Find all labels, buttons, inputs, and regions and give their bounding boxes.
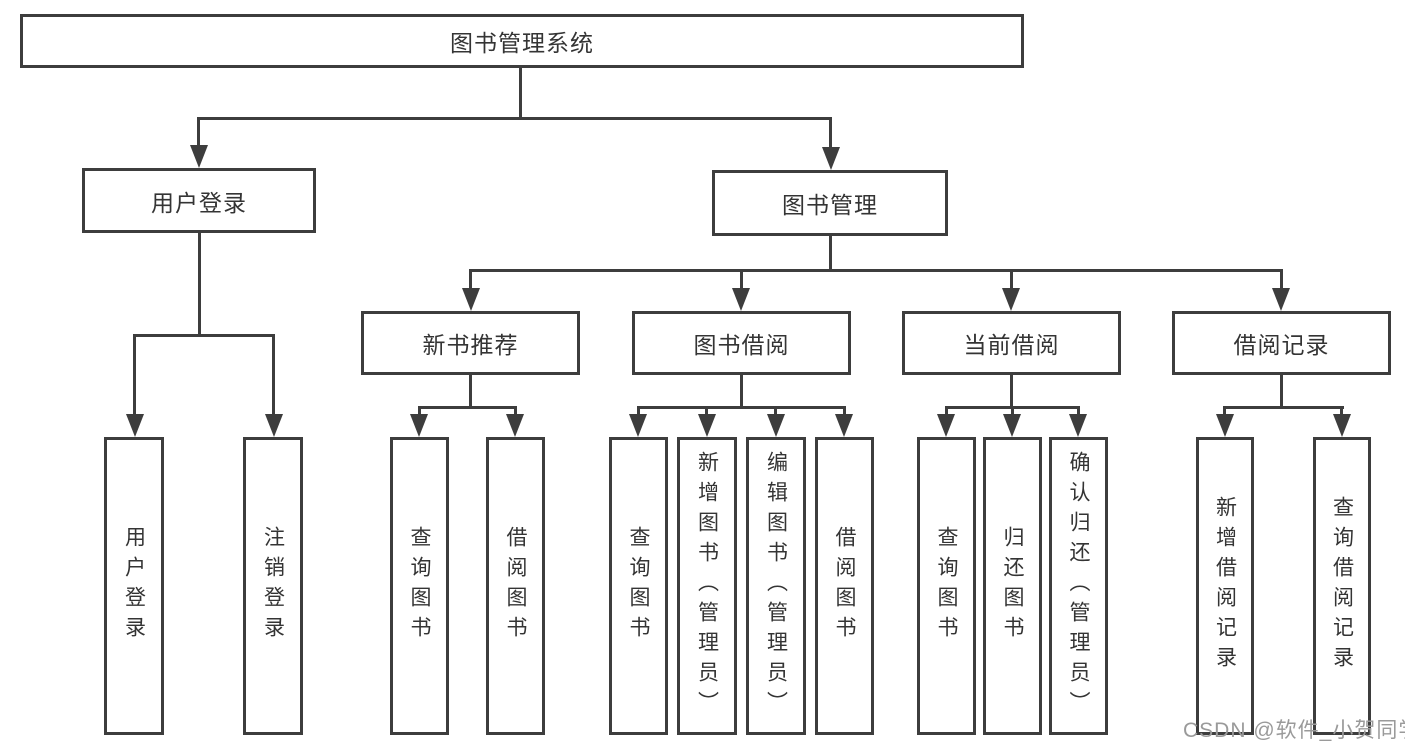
arrow-to-user-login [190, 145, 208, 168]
connector-root-crossbar [197, 117, 832, 120]
arrow-to-bb-add [698, 414, 716, 437]
connector-recommend-stem [469, 375, 472, 408]
leaf-add-book-admin: 新增图书（管理员） [677, 437, 737, 735]
arrow-to-book-management [822, 147, 840, 170]
connector-current-stem [1010, 375, 1013, 408]
leaf-borrow-borrow-books: 借阅图书 [815, 437, 874, 735]
connector-drop-cb-query [945, 406, 948, 416]
connector-root-stem [519, 67, 522, 119]
connector-drop-rec-borrow [514, 406, 517, 416]
connector-recommend-crossbar [418, 406, 517, 409]
leaf-borrow-query-books-label: 查询图书 [627, 526, 650, 646]
arrow-to-bb-edit [767, 414, 785, 437]
csdn-watermark: CSDN @软件_小贺同学 [1183, 719, 1405, 742]
node-new-book-recommend: 新书推荐 [361, 311, 580, 375]
leaf-recommend-borrow-books-label: 借阅图书 [504, 526, 527, 646]
leaf-user-login-label: 用户登录 [122, 526, 146, 646]
connector-records-stem [1280, 375, 1283, 408]
leaf-return-books-label: 归还图书 [1001, 526, 1024, 646]
leaf-confirm-return-admin-label: 确认归还（管理员） [1067, 451, 1090, 721]
node-current-borrow: 当前借阅 [902, 311, 1121, 375]
leaf-borrow-borrow-books-label: 借阅图书 [833, 526, 856, 646]
leaf-user-login: 用户登录 [104, 437, 164, 735]
arrow-to-rec-query [410, 414, 428, 437]
node-book-management: 图书管理 [712, 170, 948, 236]
leaf-confirm-return-admin: 确认归还（管理员） [1049, 437, 1108, 735]
connector-drop-rr-query [1340, 406, 1343, 416]
connector-borrow-stem [740, 375, 743, 408]
arrow-to-rec-borrow [506, 414, 524, 437]
arrow-to-cb-confirm [1069, 414, 1087, 437]
arrow-to-leaf-logout [265, 414, 283, 437]
arrow-to-rr-query [1333, 414, 1351, 437]
leaf-recommend-query-books-label: 查询图书 [408, 526, 431, 646]
node-book-borrow: 图书借阅 [632, 311, 851, 375]
leaf-logout-label: 注销登录 [261, 526, 285, 646]
connector-drop-rec-query [418, 406, 421, 416]
leaf-current-query-books: 查询图书 [917, 437, 976, 735]
connector-login-crossbar [133, 334, 275, 337]
arrow-to-leaf-login [126, 414, 144, 437]
leaf-add-book-admin-label: 新增图书（管理员） [695, 451, 719, 721]
connector-drop-user-login [197, 117, 200, 147]
leaf-query-borrow-record: 查询借阅记录 [1313, 437, 1371, 735]
node-user-login: 用户登录 [82, 168, 316, 233]
connector-mgmt-crossbar [469, 269, 1283, 272]
connector-drop-records [1280, 269, 1283, 291]
connector-mgmt-stem [829, 236, 832, 272]
arrow-to-records [1272, 288, 1290, 311]
arrow-to-current [1002, 288, 1020, 311]
arrow-to-rr-add [1216, 414, 1234, 437]
arrow-to-bb-borrow [835, 414, 853, 437]
connector-drop-bb-borrow [843, 406, 846, 416]
connector-drop-current [1010, 269, 1013, 291]
connector-drop-bb-query [637, 406, 640, 416]
node-library-management-system: 图书管理系统 [20, 14, 1024, 68]
leaf-recommend-query-books: 查询图书 [390, 437, 449, 735]
leaf-add-borrow-record: 新增借阅记录 [1196, 437, 1254, 735]
connector-drop-cb-return [1011, 406, 1014, 416]
arrow-to-bb-query [629, 414, 647, 437]
leaf-edit-book-admin: 编辑图书（管理员） [746, 437, 806, 735]
connector-records-crossbar [1224, 406, 1344, 409]
leaf-add-borrow-record-label: 新增借阅记录 [1213, 496, 1237, 676]
leaf-query-borrow-record-label: 查询借阅记录 [1330, 496, 1354, 676]
connector-drop-bb-add [705, 406, 708, 416]
arrow-to-cb-return [1003, 414, 1021, 437]
connector-drop-rr-add [1223, 406, 1226, 416]
leaf-edit-book-admin-label: 编辑图书（管理员） [764, 451, 788, 721]
connector-drop-recommend [469, 269, 472, 291]
arrow-to-cb-query [937, 414, 955, 437]
leaf-current-query-books-label: 查询图书 [935, 526, 958, 646]
leaf-recommend-borrow-books: 借阅图书 [486, 437, 545, 735]
connector-drop-cb-confirm [1077, 406, 1080, 416]
arrow-to-recommend [462, 288, 480, 311]
connector-drop-leaf-logout [272, 334, 275, 414]
connector-login-stem [198, 233, 201, 337]
connector-drop-bb-edit [774, 406, 777, 416]
arrow-to-borrow [732, 288, 750, 311]
node-borrow-records: 借阅记录 [1172, 311, 1391, 375]
connector-drop-book-management [829, 117, 832, 147]
connector-drop-borrow [740, 269, 743, 291]
connector-drop-leaf-login [133, 334, 136, 414]
leaf-logout: 注销登录 [243, 437, 303, 735]
leaf-return-books: 归还图书 [983, 437, 1042, 735]
connector-borrow-crossbar [637, 406, 846, 409]
leaf-borrow-query-books: 查询图书 [609, 437, 668, 735]
